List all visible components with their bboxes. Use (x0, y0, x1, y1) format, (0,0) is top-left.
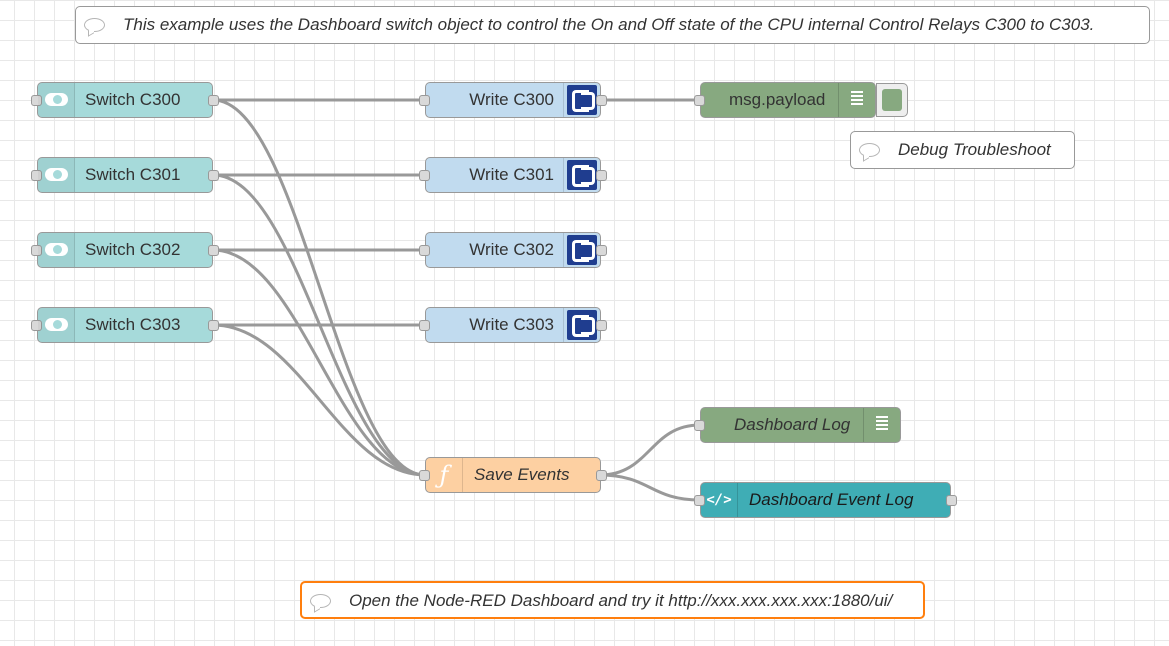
wire-save-events-to-dashboard-event-log[interactable] (599, 473, 701, 502)
toggle-switch-icon (38, 158, 75, 192)
wire-switch-c301-to-save-events[interactable] (212, 173, 426, 477)
input-port[interactable] (419, 470, 430, 481)
input-port[interactable] (31, 170, 42, 181)
node-label: Switch C301 (85, 165, 181, 184)
input-port[interactable] (419, 170, 430, 181)
plc-write-icon (563, 308, 600, 342)
output-port[interactable] (208, 95, 219, 106)
wire-switch-c302-to-save-events[interactable] (212, 248, 426, 477)
output-port[interactable] (596, 170, 607, 181)
input-port[interactable] (419, 245, 430, 256)
toggle-switch-icon (38, 83, 75, 117)
comment-icon (851, 132, 887, 168)
input-port[interactable] (694, 95, 705, 106)
plc-write-icon (563, 158, 600, 192)
input-port[interactable] (694, 495, 705, 506)
node-label: Switch C302 (85, 240, 181, 259)
node-label: Write C301 (469, 165, 554, 184)
output-port[interactable] (596, 320, 607, 331)
node-label: Save Events (474, 465, 570, 484)
node-label: Write C303 (469, 315, 554, 334)
output-port[interactable] (596, 95, 607, 106)
output-port[interactable] (596, 245, 607, 256)
debug-list-icon (838, 83, 875, 117)
plc-write-icon (563, 233, 600, 267)
input-port[interactable] (31, 95, 42, 106)
debug-toggle-icon[interactable] (876, 83, 908, 117)
comment-icon (302, 583, 338, 619)
comment-icon (76, 7, 112, 43)
wire-switch-c300-to-save-events[interactable] (212, 98, 426, 477)
write-node-c303[interactable]: Write C303 (419, 307, 607, 343)
input-port[interactable] (419, 95, 430, 106)
node-label: Switch C303 (85, 315, 181, 334)
node-label: msg.payload (729, 90, 826, 109)
debug-list-icon (863, 408, 900, 442)
output-port[interactable] (208, 170, 219, 181)
input-port[interactable] (31, 320, 42, 331)
node-label: Dashboard Log (734, 415, 851, 434)
write-node-c302[interactable]: Write C302 (419, 232, 607, 268)
toggle-switch-icon (38, 233, 75, 267)
comment-dashboard-url[interactable]: Open the Node-RED Dashboard and try it h… (300, 581, 925, 619)
comment-dashboard-text: Open the Node-RED Dashboard and try it h… (349, 591, 893, 610)
code-icon: </> (701, 483, 738, 517)
output-port[interactable] (946, 495, 957, 506)
debug-node-dashboard-log[interactable]: Dashboard Log (694, 407, 901, 443)
input-port[interactable] (694, 420, 705, 431)
node-label: Write C302 (469, 240, 554, 259)
function-icon: ƒ (426, 458, 463, 492)
template-node-dashboard-event-log[interactable]: </> Dashboard Event Log (694, 482, 957, 518)
switch-node-c303[interactable]: Switch C303 (31, 307, 219, 343)
comment-debug-troubleshoot[interactable]: Debug Troubleshoot (850, 131, 1075, 169)
output-port[interactable] (208, 320, 219, 331)
output-port[interactable] (596, 470, 607, 481)
switch-node-c302[interactable]: Switch C302 (31, 232, 219, 268)
comment-intro[interactable]: This example uses the Dashboard switch o… (75, 6, 1150, 44)
debug-node-msg-payload[interactable]: msg.payload (694, 82, 876, 118)
node-label: Dashboard Event Log (749, 490, 914, 509)
plc-write-icon (563, 83, 600, 117)
output-port[interactable] (208, 245, 219, 256)
switch-node-c301[interactable]: Switch C301 (31, 157, 219, 193)
comment-debug-text: Debug Troubleshoot (898, 140, 1051, 159)
input-port[interactable] (419, 320, 430, 331)
switch-node-c300[interactable]: Switch C300 (31, 82, 219, 118)
wire-save-events-to-dashboard-log[interactable] (599, 423, 701, 477)
node-label: Write C300 (469, 90, 554, 109)
comment-intro-text: This example uses the Dashboard switch o… (123, 15, 1095, 34)
node-label: Switch C300 (85, 90, 181, 109)
write-node-c301[interactable]: Write C301 (419, 157, 607, 193)
function-node-save-events[interactable]: ƒ Save Events (419, 457, 607, 493)
write-node-c300[interactable]: Write C300 (419, 82, 607, 118)
input-port[interactable] (31, 245, 42, 256)
wire-switch-c303-to-save-events[interactable] (212, 323, 426, 477)
toggle-switch-icon (38, 308, 75, 342)
